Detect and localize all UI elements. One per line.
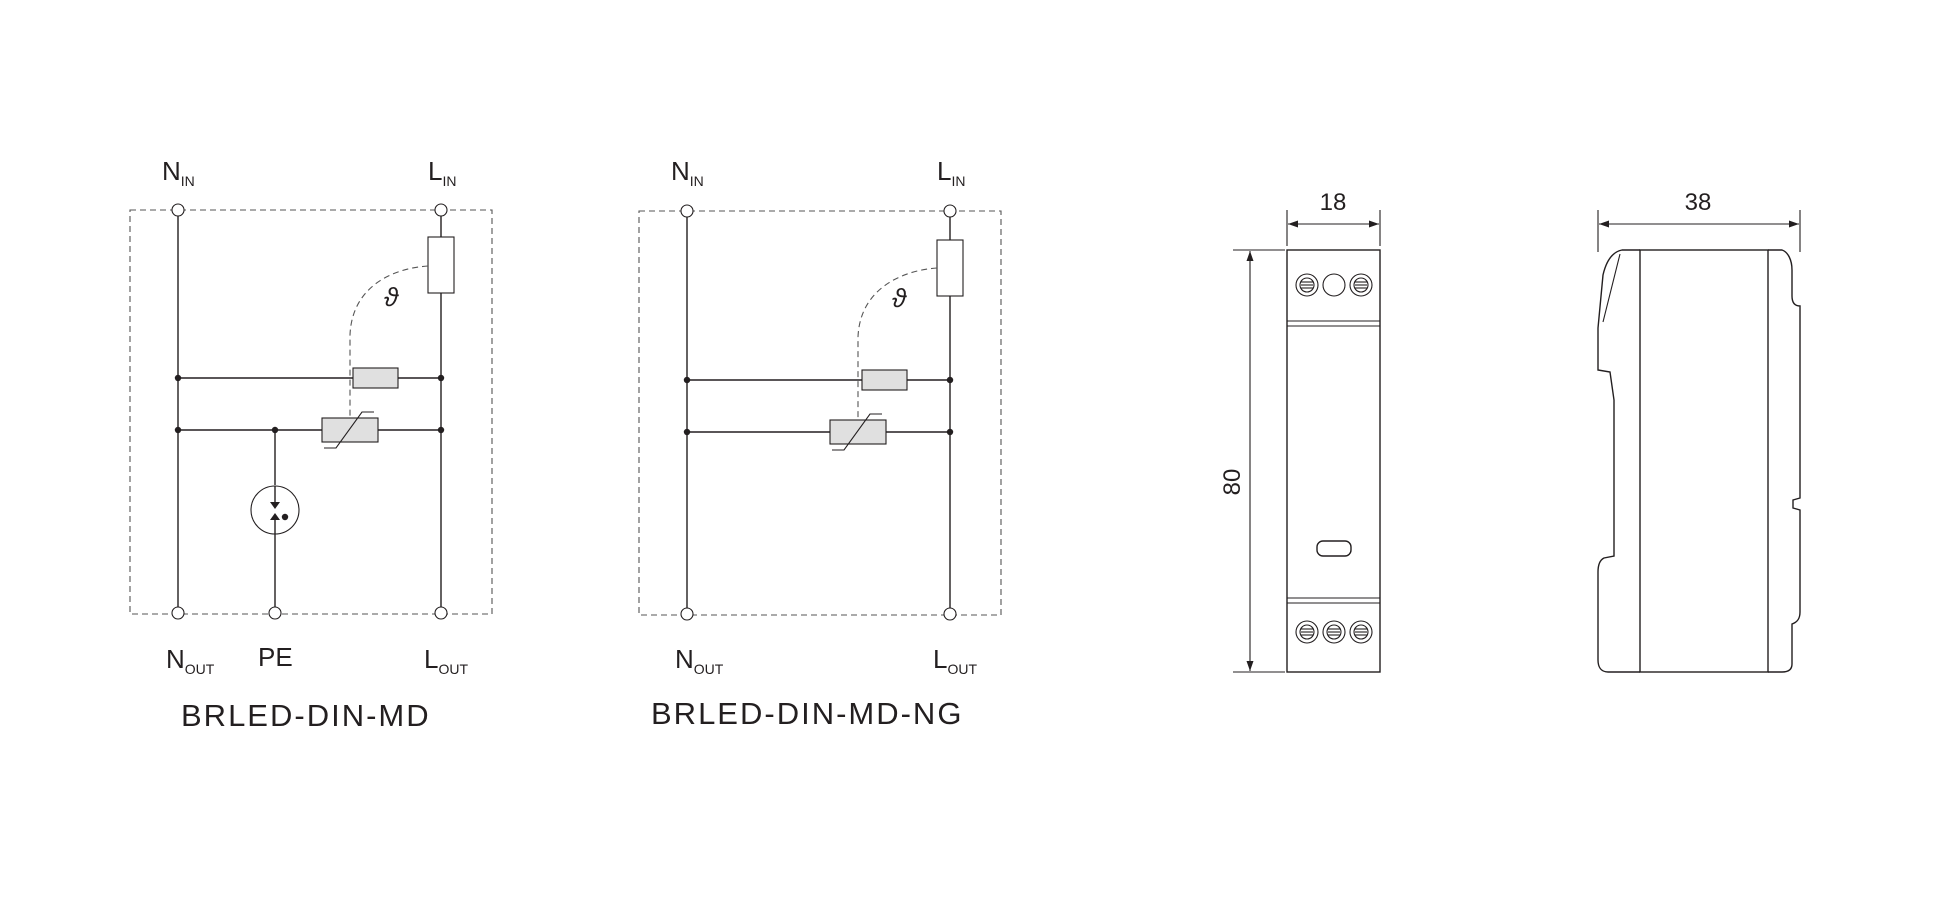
resistor <box>861 369 908 391</box>
dimension-depth-label: 38 <box>1685 189 1712 216</box>
terminal-label-n-out: NOUT <box>166 644 215 677</box>
screw-terminal-bottom-left <box>1295 620 1319 644</box>
terminal-label-n-in: NIN <box>162 156 195 189</box>
screw-terminal-bottom-right <box>1349 620 1373 644</box>
gdt-arrow-up <box>270 513 280 520</box>
gdt-arrow-down <box>270 502 280 509</box>
screw-terminal-top-left <box>1295 273 1319 297</box>
device-front-body <box>1286 249 1381 673</box>
varistor-slash <box>324 411 374 449</box>
side-din-clip-profile <box>1768 249 1801 673</box>
terminal-n-in <box>171 203 185 217</box>
varistor <box>829 419 887 445</box>
terminal-label-n-out: NOUT <box>675 644 724 677</box>
resistor <box>352 367 399 389</box>
terminal-l-in <box>434 203 448 217</box>
thermal-symbol: ϑ <box>892 283 907 313</box>
terminal-label-l-out: LOUT <box>424 644 468 677</box>
terminal-pe <box>268 606 282 620</box>
terminal-n-out <box>680 607 694 621</box>
terminal-label-pe: PE <box>258 642 293 672</box>
junction-node <box>683 428 691 436</box>
status-indicator-window <box>1322 273 1346 297</box>
screw-terminal-bottom-middle <box>1322 620 1346 644</box>
schematic-md-ng: NIN LIN ϑ NOUT LOUT BRLED-DIN-MD-NG <box>638 156 1002 731</box>
terminal-label-l-in: LIN <box>428 156 456 189</box>
screw-terminal-top-right <box>1349 273 1373 297</box>
varistor <box>321 417 379 443</box>
junction-node <box>946 376 954 384</box>
front-view: 18 80 <box>1219 189 1381 673</box>
thermal-coupling-dashed <box>857 267 938 430</box>
gdt-dot <box>281 513 289 521</box>
junction-node <box>683 376 691 384</box>
diagram-title: BRLED-DIN-MD <box>181 698 431 733</box>
thermal-fuse <box>936 239 964 297</box>
led-window <box>1316 540 1352 557</box>
dimension-width-label: 18 <box>1320 189 1347 216</box>
side-bevel-line <box>1602 253 1621 323</box>
thermal-symbol: ϑ <box>384 282 399 312</box>
terminal-l-in <box>943 204 957 218</box>
enclosure-outline <box>129 209 493 615</box>
enclosure-outline <box>638 210 1002 616</box>
thermal-coupling-dashed <box>349 265 429 430</box>
device-side-body <box>1639 249 1769 673</box>
thermal-fuse <box>427 236 455 294</box>
side-front-profile <box>1597 249 1640 673</box>
terminal-n-out <box>171 606 185 620</box>
diagram-title: BRLED-DIN-MD-NG <box>651 696 963 731</box>
junction-node <box>437 426 445 434</box>
side-view: 38 <box>1597 189 1801 673</box>
varistor-slash <box>832 413 882 451</box>
terminal-label-l-out: LOUT <box>933 644 977 677</box>
junction-node <box>437 374 445 382</box>
terminal-n-in <box>680 204 694 218</box>
terminal-l-out <box>943 607 957 621</box>
dimension-height-label: 80 <box>1219 469 1246 496</box>
junction-node <box>174 426 182 434</box>
schematic-md: NIN LIN ϑ <box>129 156 493 733</box>
junction-node <box>174 374 182 382</box>
junction-node <box>946 428 954 436</box>
terminal-l-out <box>434 606 448 620</box>
terminal-label-l-in: LIN <box>937 156 965 189</box>
terminal-label-n-in: NIN <box>671 156 704 189</box>
